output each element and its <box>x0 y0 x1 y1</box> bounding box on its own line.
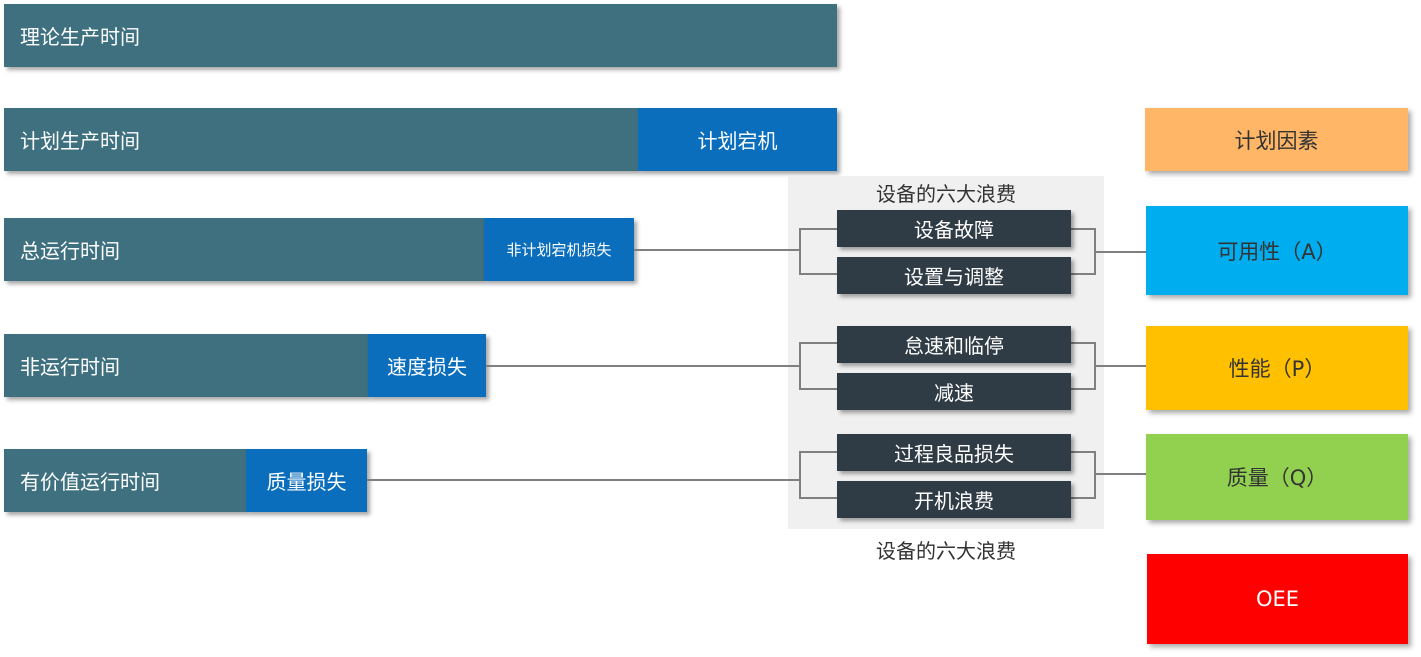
equipment-failure-item: 设备故障 <box>837 210 1071 247</box>
bar-label: 非运行时间 <box>20 355 120 379</box>
waste-label: 开机浪费 <box>914 489 994 513</box>
six-losses-title-bottom: 设备的六大浪费 <box>876 539 1016 563</box>
factor-label: 计划因素 <box>1234 128 1319 153</box>
quality-factor-box: 质量（Q） <box>1146 434 1408 520</box>
planned-production-time-bar: 计划生产时间 <box>4 108 638 171</box>
setup-adjustment-item: 设置与调整 <box>837 257 1071 294</box>
loss-label: 质量损失 <box>266 470 347 494</box>
waste-label: 设备故障 <box>914 218 994 242</box>
idling-minor-stops-item: 怠速和临停 <box>837 326 1071 363</box>
bar-label: 理论生产时间 <box>20 25 140 49</box>
startup-losses-item: 开机浪费 <box>837 481 1071 518</box>
total-run-time-bar: 总运行时间 <box>4 218 484 281</box>
quality-loss-block: 质量损失 <box>246 449 367 512</box>
waste-label: 过程良品损失 <box>894 442 1014 466</box>
speed-loss-block: 速度损失 <box>368 334 486 397</box>
planned-downtime-block: 计划宕机 <box>638 108 837 171</box>
oee-box: OEE <box>1147 554 1408 644</box>
process-defects-item: 过程良品损失 <box>837 434 1071 471</box>
bar-label: 总运行时间 <box>20 239 120 263</box>
bar-label: 有价值运行时间 <box>20 470 160 494</box>
factor-label: OEE <box>1255 587 1300 611</box>
six-losses-title-top: 设备的六大浪费 <box>876 182 1016 206</box>
bar-label: 计划生产时间 <box>20 129 140 153</box>
net-run-time-bar: 非运行时间 <box>4 334 368 397</box>
performance-factor-box: 性能（P） <box>1146 326 1408 410</box>
reduced-speed-item: 减速 <box>837 373 1071 410</box>
factor-label: 可用性（A） <box>1217 239 1337 264</box>
unplanned-downtime-loss-block: 非计划宕机损失 <box>484 218 634 281</box>
valuable-run-time-bar: 有价值运行时间 <box>4 449 246 512</box>
loss-label: 速度损失 <box>387 355 467 379</box>
waste-label: 怠速和临停 <box>904 334 1004 358</box>
planning-factor-box: 计划因素 <box>1145 108 1408 171</box>
waste-label: 设置与调整 <box>904 265 1004 289</box>
loss-label: 计划宕机 <box>697 129 778 153</box>
theoretical-production-time-bar: 理论生产时间 <box>4 4 837 67</box>
availability-factor-box: 可用性（A） <box>1146 206 1408 295</box>
factor-label: 性能（P） <box>1228 357 1326 381</box>
waste-label: 减速 <box>934 381 974 405</box>
loss-label: 非计划宕机损失 <box>506 241 612 259</box>
factor-label: 质量（Q） <box>1226 466 1328 490</box>
